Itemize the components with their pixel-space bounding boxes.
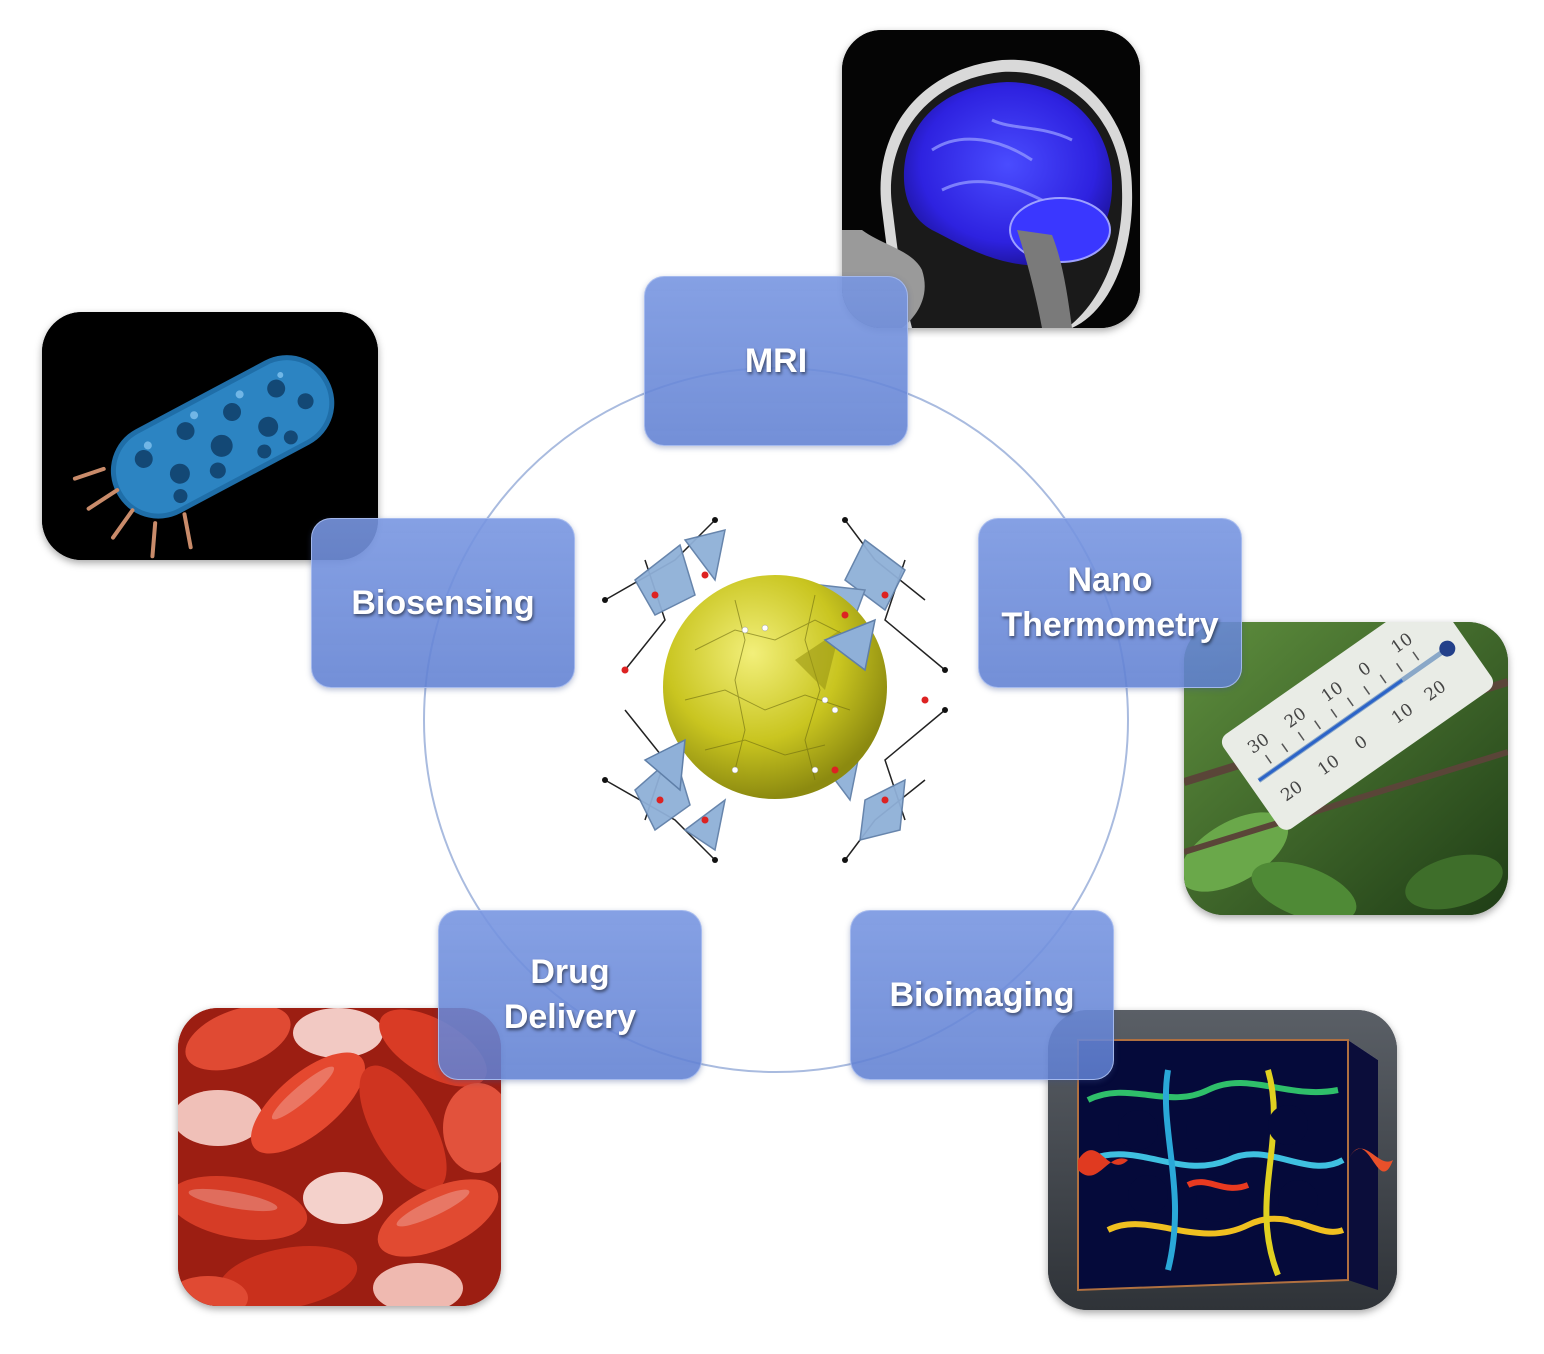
mof-molecular-structure-image bbox=[602, 517, 948, 863]
mri-label: MRI bbox=[744, 341, 808, 380]
label-box-bioimaging: Bioimaging bbox=[850, 910, 1114, 1080]
biosensing-label: Biosensing bbox=[351, 583, 535, 622]
label-box-biosensing: Biosensing bbox=[311, 518, 575, 688]
pills-image bbox=[178, 1008, 501, 1306]
label-box-drug-delivery: Drug Delivery bbox=[438, 910, 702, 1080]
label-box-mri: MRI bbox=[644, 276, 908, 446]
label-box-nano-thermometry: Nano Thermometry bbox=[978, 518, 1242, 688]
drug-delivery-label: Drug Delivery bbox=[503, 953, 637, 1036]
bioimaging-label: Bioimaging bbox=[889, 975, 1075, 1014]
bacterium-image bbox=[42, 312, 378, 560]
nano-thermometry-label: Nano Thermometry bbox=[1001, 561, 1219, 644]
